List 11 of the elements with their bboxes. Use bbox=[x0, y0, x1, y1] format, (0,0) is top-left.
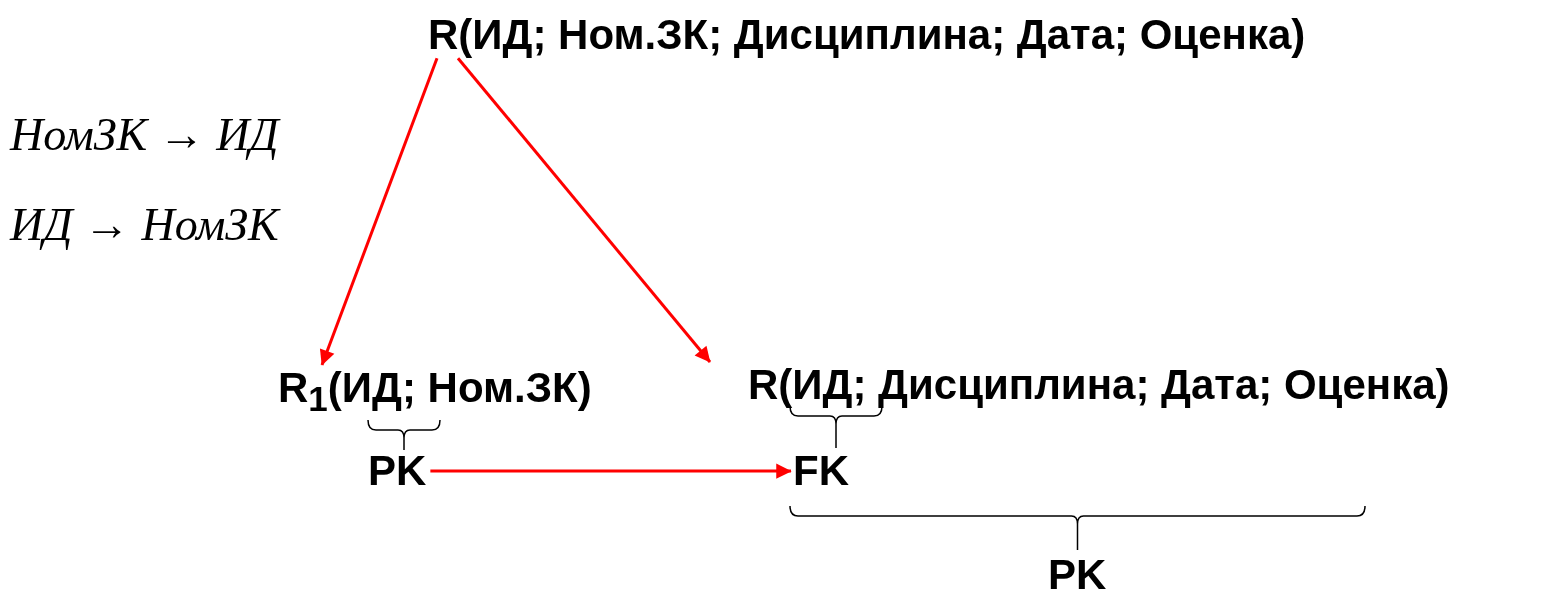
arrow bbox=[430, 463, 792, 479]
key-label: PK bbox=[368, 448, 427, 495]
arrow bbox=[456, 57, 712, 363]
relation-text: R(ИД; Ном.ЗК; Дисциплина; Дата; Оценка) bbox=[428, 12, 1306, 59]
key-label: FK bbox=[793, 448, 849, 495]
key-label: PK bbox=[1048, 552, 1107, 594]
relation-text: R$_{1}$(ИД; Ном.ЗК) bbox=[278, 365, 592, 419]
dependency-formula: ИД → НомЗК bbox=[10, 200, 279, 251]
dependency-formula: НомЗК → ИД bbox=[10, 110, 279, 161]
relation-text: R(ИД; Дисциплина; Дата; Оценка) bbox=[748, 362, 1450, 409]
arrow bbox=[319, 57, 439, 366]
